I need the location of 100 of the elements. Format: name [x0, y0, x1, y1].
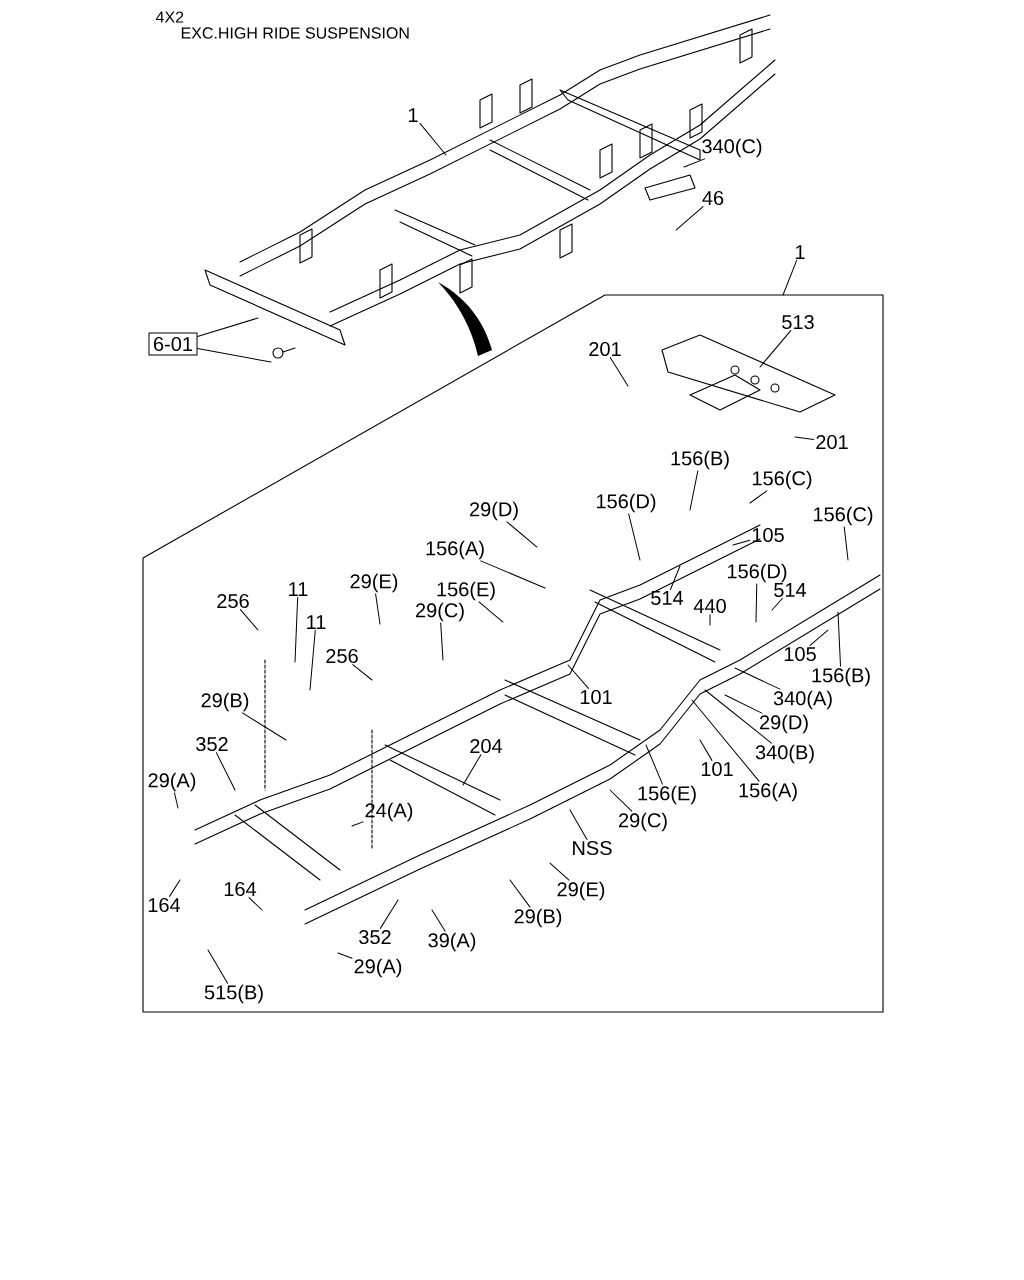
callout-number: 156(C)	[813, 506, 873, 526]
leader-line	[174, 792, 179, 809]
leader-line	[675, 206, 704, 231]
callout-number: 29(C)	[416, 602, 464, 622]
leader-line	[609, 357, 629, 387]
callout-number: NSS	[573, 840, 612, 856]
callout-number: 156(E)	[437, 581, 495, 601]
callout-number: 156(D)	[596, 493, 656, 513]
callout-number: 156(A)	[426, 540, 484, 560]
callout-number: 156(A)	[739, 782, 797, 802]
leader-line	[169, 879, 181, 897]
leader-line	[480, 560, 546, 589]
callout-number: 340(A)	[773, 690, 832, 710]
callout-number: 24(A)	[365, 802, 413, 822]
callout-number: 29(B)	[201, 692, 249, 712]
callout-number: 352	[196, 736, 228, 752]
callout-number: 29(D)	[470, 501, 518, 521]
leader-line	[506, 521, 538, 548]
leader-line	[197, 317, 259, 337]
leader-line	[771, 598, 783, 611]
callout-number: 156(B)	[812, 667, 870, 687]
callout-number: 29(C)	[619, 812, 667, 832]
leader-line	[755, 583, 758, 623]
leader-line	[709, 614, 711, 626]
callout-number: 204	[470, 738, 503, 754]
callout-number: 29(A)	[148, 772, 196, 792]
callout-number: 101	[701, 761, 733, 777]
inset-frame	[142, 294, 884, 1013]
leader-line	[734, 667, 781, 690]
callout-number: 105	[752, 527, 784, 543]
leader-line	[197, 348, 272, 363]
callout-number: 29(B)	[514, 908, 562, 928]
heading-text: 4X2	[155, 11, 184, 23]
callout-number: 29(D)	[760, 714, 808, 734]
callout-number: 101	[580, 689, 612, 705]
leader-line	[699, 739, 713, 761]
leader-line	[478, 601, 504, 623]
leader-line	[809, 629, 829, 646]
callout-number: 156(C)	[752, 470, 812, 490]
leader-line	[462, 754, 482, 786]
callout-number: 156(D)	[727, 563, 787, 583]
callout-number: 352	[359, 929, 391, 945]
callout-number: 46	[702, 190, 724, 206]
leader-line	[431, 909, 446, 932]
leader-line	[440, 622, 444, 661]
leader-line	[351, 821, 364, 827]
callout-number: 105	[784, 646, 816, 662]
heading-text: EXC.HIGH RIDE SUSPENSION	[181, 27, 409, 39]
callout-number: 164	[148, 897, 181, 913]
leader-line	[567, 664, 589, 689]
leader-line	[689, 470, 699, 511]
callout-number: 29(E)	[557, 881, 605, 901]
callout-number: 29(E)	[350, 573, 398, 593]
leader-line	[732, 539, 751, 546]
callout-number: 440	[693, 598, 726, 614]
leader-line	[375, 593, 381, 625]
leader-line	[215, 752, 236, 791]
leader-line	[352, 664, 373, 681]
callout-number: 39(A)	[428, 932, 476, 952]
leader-line	[683, 158, 706, 168]
callout-number: 11	[289, 582, 308, 596]
leader-line	[704, 689, 772, 744]
leader-line	[837, 611, 841, 667]
reference-box: 6-01	[148, 332, 198, 356]
leader-line	[337, 952, 353, 959]
callout-number: 164	[224, 881, 257, 897]
leader-line	[749, 490, 768, 504]
leader-line	[248, 897, 263, 911]
leader-line	[782, 259, 798, 296]
callout-number: 29(A)	[354, 958, 402, 978]
callout-number: 515(B)	[204, 984, 263, 1004]
leader-line	[794, 436, 815, 441]
leader-line	[724, 694, 763, 714]
leader-line	[669, 565, 681, 590]
callout-number: 340(B)	[755, 744, 814, 764]
leader-line	[309, 629, 316, 691]
callout-number: 514	[651, 591, 684, 605]
callout-number: 201	[816, 434, 848, 450]
leader-line	[843, 526, 849, 561]
callout-number: 11	[307, 615, 326, 629]
callout-number: 1	[795, 245, 805, 259]
callout-number: 156(B)	[671, 450, 729, 470]
leader-line	[239, 609, 259, 631]
leader-line	[207, 949, 229, 984]
leader-line	[759, 330, 792, 368]
callout-number: 513	[782, 314, 814, 330]
leader-line	[549, 862, 570, 881]
callout-number: 340(C)	[702, 138, 762, 158]
leader-line	[691, 699, 760, 782]
callout-number: 514	[774, 583, 807, 597]
callout-number: 1	[408, 108, 418, 122]
leader-line	[569, 809, 588, 840]
leader-line	[628, 513, 641, 561]
leader-line	[609, 789, 633, 812]
leader-line	[294, 596, 299, 663]
leader-line	[419, 122, 447, 156]
callout-number: 156(E)	[638, 785, 696, 805]
leader-line	[241, 712, 287, 741]
leader-line	[645, 744, 663, 785]
callout-number: 256	[217, 593, 249, 609]
